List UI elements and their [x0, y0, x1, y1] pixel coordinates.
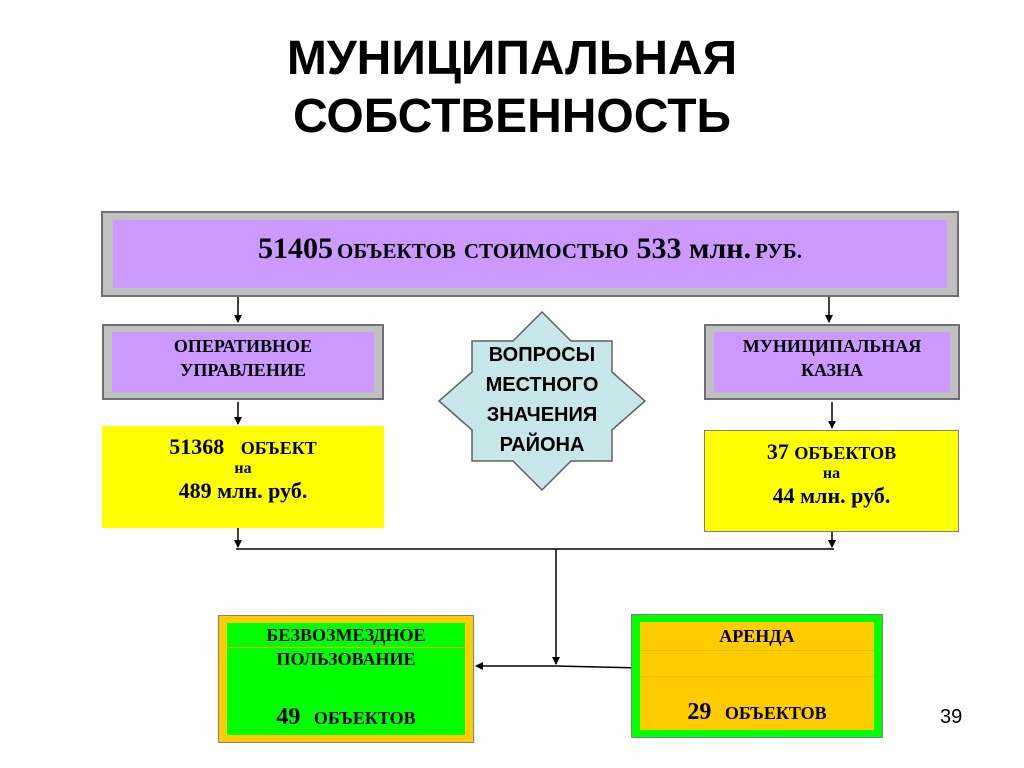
total-objects-label: ОБЪЕКТОВ: [337, 239, 456, 263]
title-line-2: СОБСТВЕННОСТЬ: [292, 90, 732, 143]
treasury-objects-count: 37: [766, 439, 789, 464]
star-shape: [437, 310, 647, 492]
total-cost-label: СТОИМОСТЬЮ: [463, 239, 629, 263]
free-use-line-2: ПОЛЬЗОВАНИЕ: [276, 649, 416, 669]
rent-count: 29: [687, 699, 712, 725]
free-use-box: БЕЗВОЗМЕЗДНОЕ ПОЛЬЗОВАНИЕ 49 ОБЪЕКТОВ: [218, 615, 474, 743]
star-line-4: РАЙОНА: [499, 434, 585, 456]
rent-count-row: 29 ОБЪЕКТОВ: [640, 699, 874, 726]
operative-management-line-1: ОПЕРАТИВНОЕ: [173, 336, 313, 356]
rent-label: АРЕНДА: [719, 626, 795, 646]
municipal-treasury-box: МУНИЦИПАЛЬНАЯ КАЗНА: [704, 324, 960, 400]
slide-title: МУНИЦИПАЛЬНАЯ СОБСТВЕННОСТЬ: [0, 30, 1024, 146]
total-property-inner: 51405 ОБЪЕКТОВ СТОИМОСТЬЮ 533 млн. РУБ.: [113, 220, 947, 288]
total-currency: РУБ.: [755, 239, 802, 263]
star-line-3: ЗНАЧЕНИЯ: [486, 404, 598, 426]
operative-objects-count: 51368: [169, 434, 225, 459]
treasury-objects-on: на: [822, 465, 841, 482]
treasury-objects-box: 37 ОБЪЕКТОВ на 44 млн. руб.: [704, 430, 959, 532]
operative-management-inner: ОПЕРАТИВНОЕ УПРАВЛЕНИЕ: [112, 332, 374, 392]
free-use-line-1: БЕЗВОЗМЕЗДНОЕ: [266, 625, 426, 645]
operative-objects-label: ОБЪЕКТ: [240, 438, 317, 458]
free-use-objects-label: ОБЪЕКТОВ: [313, 708, 416, 728]
free-use-inner: БЕЗВОЗМЕЗДНОЕ ПОЛЬЗОВАНИЕ 49 ОБЪЕКТОВ: [227, 623, 465, 735]
rent-divider-2: [640, 676, 874, 677]
municipal-treasury-line-1: МУНИЦИПАЛЬНАЯ: [742, 336, 922, 356]
operative-objects-on: на: [234, 460, 252, 477]
star-line-2: МЕСТНОГО: [485, 374, 599, 396]
rent-box: АРЕНДА 29 ОБЪЕКТОВ: [631, 614, 883, 738]
rent-divider-1: [640, 650, 874, 651]
star-text: ВОПРОСЫ МЕСТНОГО ЗНАЧЕНИЯ РАЙОНА: [436, 340, 648, 460]
page-number: 39: [940, 706, 963, 728]
free-use-count-row: 49 ОБЪЕКТОВ: [227, 704, 465, 731]
arrow-to-rent: [555, 663, 641, 672]
operative-objects-amount: 489 млн. руб.: [178, 478, 308, 503]
title-line-1: МУНИЦИПАЛЬНАЯ: [286, 32, 738, 85]
treasury-objects-label: ОБЪЕКТОВ: [794, 443, 897, 463]
treasury-objects-amount: 44 млн. руб.: [772, 483, 891, 508]
operative-objects-box: 51368 ОБЪЕКТ на 489 млн. руб.: [102, 426, 384, 528]
operative-management-line-2: УПРАВЛЕНИЕ: [180, 360, 306, 380]
rent-inner: АРЕНДА 29 ОБЪЕКТОВ: [640, 622, 874, 730]
municipal-treasury-line-2: КАЗНА: [800, 360, 864, 380]
star-line-1: ВОПРОСЫ: [488, 344, 596, 366]
total-property-box: 51405 ОБЪЕКТОВ СТОИМОСТЬЮ 533 млн. РУБ.: [101, 211, 959, 297]
municipal-treasury-inner: МУНИЦИПАЛЬНАЯ КАЗНА: [714, 332, 950, 392]
operative-management-box: ОПЕРАТИВНОЕ УПРАВЛЕНИЕ: [102, 324, 384, 400]
free-use-count: 49: [276, 704, 301, 730]
rent-objects-label: ОБЪЕКТОВ: [724, 703, 827, 723]
total-count: 51405: [258, 232, 334, 265]
free-use-divider-1: [227, 647, 465, 648]
local-issues-star: ВОПРОСЫ МЕСТНОГО ЗНАЧЕНИЯ РАЙОНА: [436, 310, 648, 492]
total-amount: 533 млн.: [636, 232, 752, 265]
